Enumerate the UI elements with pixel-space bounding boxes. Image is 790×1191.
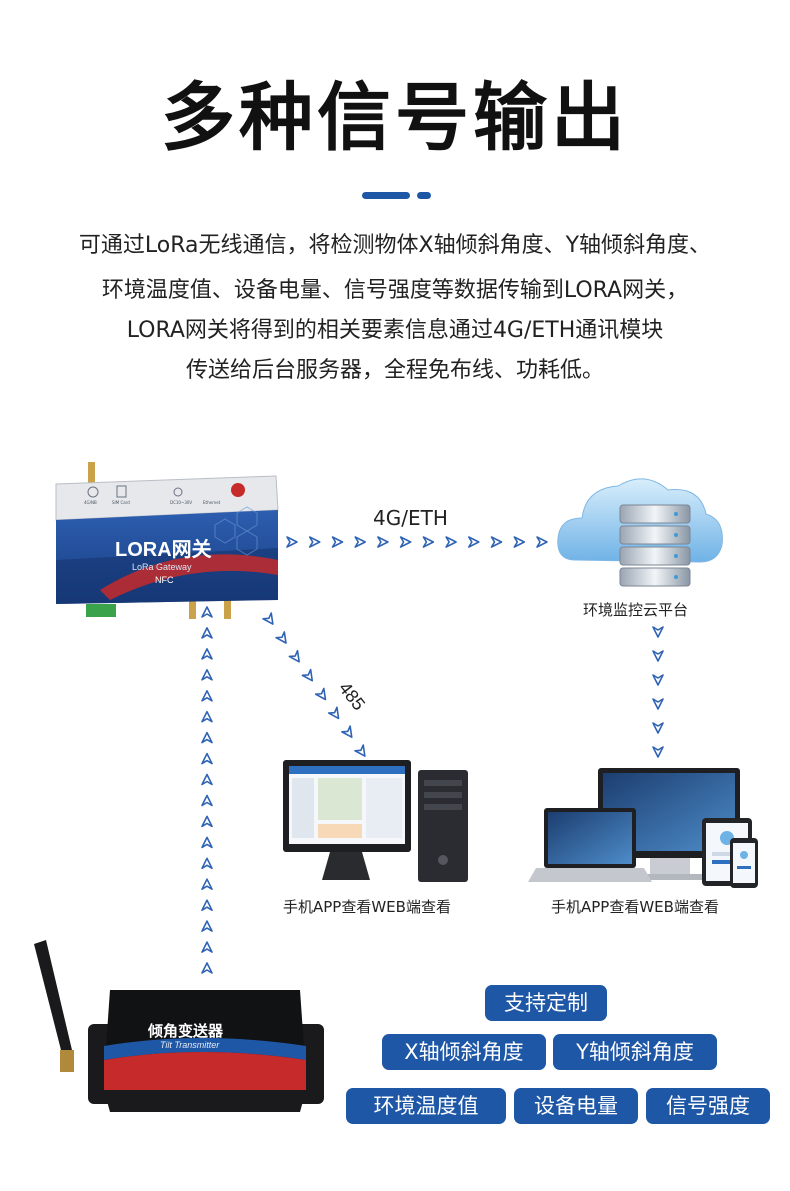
gateway-to-pc-arrow-chevron [301, 668, 314, 682]
description-line-4: 传送给后台服务器，全程免布线、功耗低。 [185, 358, 604, 383]
sensor-to-gateway-arrow-chevron [201, 794, 213, 807]
sensor-to-gateway-arrow-chevron [201, 627, 213, 639]
gateway-title: LORA网关 [115, 537, 212, 561]
description-line-3: LORA网关将得到的相关要素信息通过4G/ETH通讯模块 [126, 318, 664, 343]
description-line-1: 可通过LoRa无线通信，将检测物体X轴倾斜角度、Y轴倾斜角度、 [78, 233, 712, 258]
devices-label: 手机APP查看WEB端查看 [551, 898, 719, 916]
gateway-to-pc-arrow-chevron [262, 612, 274, 625]
gateway-to-pc-arrow-chevron [288, 649, 300, 663]
gateway-to-cloud-arrow-chevron [422, 536, 435, 548]
pc-label: 手机APP查看WEB端查看 [283, 898, 451, 916]
sensor-subtitle: Tilt Transmitter [160, 1040, 220, 1050]
gateway-to-cloud-arrow-chevron [513, 536, 526, 548]
gateway-to-cloud-arrow-chevron [536, 536, 548, 548]
description-line-2: 环境温度值、设备电量、信号强度等数据传输到LORA网关， [101, 278, 689, 303]
sensor-to-gateway-arrow-chevron [201, 878, 213, 891]
feature-battery: 设备电量 [514, 1088, 638, 1124]
gateway-to-pc-arrow-chevron [314, 687, 327, 701]
sensor-to-gateway-arrow-chevron [201, 710, 213, 723]
gateway-to-cloud-arrow-chevron [399, 536, 412, 548]
feature-heading: 支持定制 [485, 985, 607, 1021]
feature-signal: 信号强度 [646, 1088, 770, 1124]
gateway-to-cloud-arrow-chevron [467, 536, 480, 548]
link-485-label: 485 [335, 678, 369, 714]
gateway-port-label-2: SIM Card [112, 500, 130, 505]
sensor-to-gateway-arrow-chevron [201, 731, 213, 744]
gateway-to-cloud-arrow-chevron [354, 536, 367, 548]
multi-device-image [528, 768, 758, 888]
sensor-to-gateway-arrow-chevron [201, 752, 213, 765]
gateway-port-label-1: 4G/NB [84, 500, 97, 505]
sensor-to-gateway-arrow-chevron [201, 668, 213, 681]
sensor-to-gateway-arrow-chevron [201, 815, 213, 828]
cloud-to-devices-arrow-chevron [652, 626, 664, 638]
sensor-to-gateway-arrow-chevron [201, 773, 213, 786]
gateway-port-label-3: DC10~30V [170, 500, 192, 505]
cloud-to-devices-arrow-chevron [652, 698, 664, 710]
title-underline-dot [417, 192, 431, 199]
sensor-to-gateway-arrow-chevron [201, 689, 213, 702]
link-4g-eth-label: 4G/ETH [373, 506, 448, 530]
gateway-nfc: NFC [155, 575, 174, 585]
cloud-label: 环境监控云平台 [583, 601, 689, 619]
gateway-to-cloud-arrow-chevron [490, 536, 503, 548]
gateway-to-pc-arrow-chevron [354, 744, 366, 757]
feature-x-tilt: X轴倾斜角度 [382, 1034, 546, 1070]
gateway-to-cloud-arrow-chevron [445, 536, 457, 548]
tilt-transmitter-image [34, 940, 324, 1112]
sensor-to-gateway-arrow-chevron [201, 941, 213, 953]
cloud-to-devices-arrow-chevron [652, 722, 664, 734]
data-flow-arrows [201, 536, 664, 974]
sensor-to-gateway-arrow-chevron [201, 836, 213, 849]
lora-gateway-image [55, 462, 279, 619]
gateway-to-cloud-arrow-chevron [286, 536, 298, 548]
gateway-port-label-4: Ethernet [203, 500, 221, 505]
gateway-to-pc-arrow-chevron [341, 725, 353, 739]
feature-y-tilt: Y轴倾斜角度 [553, 1034, 717, 1070]
cloud-to-devices-arrow-chevron [652, 746, 664, 758]
sensor-title: 倾角变送器 [147, 1022, 224, 1040]
sensor-to-gateway-arrow-chevron [201, 899, 213, 912]
title-underline [362, 192, 410, 199]
gateway-to-cloud-arrow-chevron [377, 536, 389, 548]
pc-image [283, 760, 468, 882]
cloud-server-image [557, 478, 723, 587]
sensor-to-gateway-arrow-chevron [201, 962, 213, 974]
gateway-subtitle: LoRa Gateway [132, 562, 192, 572]
sensor-to-gateway-arrow-chevron [201, 648, 213, 660]
feature-temperature: 环境温度值 [346, 1088, 506, 1124]
page-title: 多种信号输出 [161, 75, 629, 161]
sensor-to-gateway-arrow-chevron [201, 606, 213, 618]
sensor-to-gateway-arrow-chevron [201, 920, 213, 932]
gateway-to-cloud-arrow-chevron [331, 536, 344, 548]
gateway-to-pc-arrow-chevron [327, 706, 340, 720]
gateway-to-cloud-arrow-chevron [308, 536, 321, 548]
gateway-to-pc-arrow-chevron [275, 631, 287, 644]
sensor-to-gateway-arrow-chevron [201, 857, 213, 870]
cloud-to-devices-arrow-chevron [652, 650, 664, 662]
cloud-to-devices-arrow-chevron [652, 674, 664, 686]
